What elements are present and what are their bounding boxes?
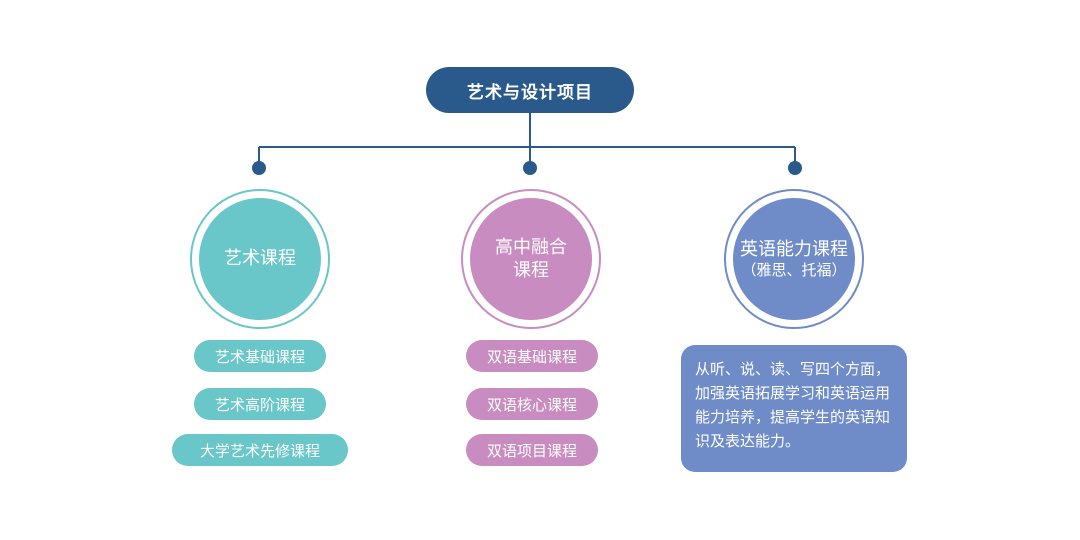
highschool-course-title-line1: 高中融合 bbox=[495, 236, 567, 258]
highschool-course-circle: 高中融合 课程 bbox=[461, 189, 601, 329]
bilingual-item-core: 双语核心课程 bbox=[466, 388, 598, 420]
art-item-basic: 艺术基础课程 bbox=[194, 340, 326, 372]
root-node: 艺术与设计项目 bbox=[426, 67, 634, 113]
english-course-circle: 英语能力课程 （雅思、托福） bbox=[724, 189, 864, 329]
art-course-title: 艺术课程 bbox=[224, 248, 296, 270]
art-item-advanced: 艺术高阶课程 bbox=[194, 388, 326, 420]
art-course-circle-inner: 艺术课程 bbox=[199, 198, 321, 320]
english-course-circle-inner: 英语能力课程 （雅思、托福） bbox=[733, 198, 855, 320]
bilingual-item-basic: 双语基础课程 bbox=[466, 340, 598, 372]
node-dot-art bbox=[252, 161, 266, 175]
highschool-course-title-line2: 课程 bbox=[513, 260, 549, 281]
highschool-course-circle-inner: 高中融合 课程 bbox=[470, 198, 592, 320]
node-dot-english bbox=[788, 161, 802, 175]
english-description-box: 从听、说、读、写四个方面，加强英语拓展学习和英语运用能力培养，提高学生的英语知识… bbox=[681, 345, 907, 472]
english-course-subtitle: （雅思、托福） bbox=[741, 260, 847, 279]
art-course-circle: 艺术课程 bbox=[190, 189, 330, 329]
bilingual-item-project: 双语项目课程 bbox=[466, 434, 598, 466]
node-dot-highschool bbox=[523, 161, 537, 175]
english-course-title: 英语能力课程 bbox=[740, 238, 848, 260]
art-item-ap: 大学艺术先修课程 bbox=[172, 434, 348, 466]
